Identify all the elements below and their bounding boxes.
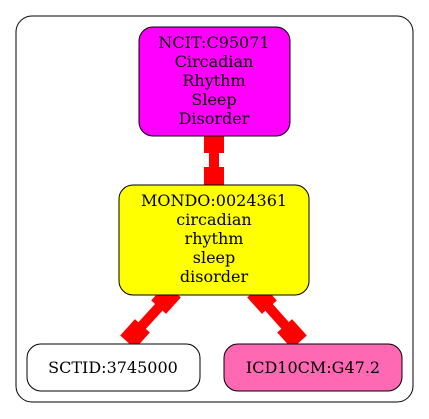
node-ncit-line-3: Rhythm: [182, 71, 245, 90]
node-mondo[interactable]: MONDO:0024361 circadian rhythm sleep dis…: [118, 184, 310, 296]
edge-ncit-mondo: [204, 131, 224, 189]
node-ncit-line-2: Circadian: [175, 52, 254, 71]
node-mondo-line-2: circadian: [176, 210, 251, 229]
cluster-boundary: [15, 15, 414, 403]
node-ncit[interactable]: NCIT:C95071 Circadian Rhythm Sleep Disor…: [138, 26, 291, 137]
node-mondo-line-3: rhythm: [185, 229, 244, 248]
node-icd10cm-line-1: ICD10CM:G47.2: [246, 358, 380, 377]
node-ncit-line-5: Disorder: [179, 109, 250, 128]
node-sctid-box: [26, 343, 201, 392]
node-mondo-line-1: MONDO:0024361: [141, 191, 287, 210]
node-sctid[interactable]: SCTID:3745000: [26, 343, 201, 392]
node-mondo-line-4: sleep: [193, 248, 236, 267]
node-icd10cm[interactable]: ICD10CM:G47.2: [223, 343, 403, 392]
edge-head-marker: [277, 319, 307, 349]
node-icd10cm-box: [223, 343, 403, 392]
node-ncit-box: [138, 26, 291, 137]
node-mondo-line-5: disorder: [180, 267, 249, 286]
edge-head-marker: [204, 167, 224, 189]
node-mondo-box: [118, 184, 310, 296]
node-sctid-line-1: SCTID:3745000: [48, 358, 178, 377]
node-ncit-line-4: Sleep: [191, 90, 236, 109]
edge-head-marker: [120, 319, 150, 349]
node-ncit-line-1: NCIT:C95071: [158, 33, 269, 52]
